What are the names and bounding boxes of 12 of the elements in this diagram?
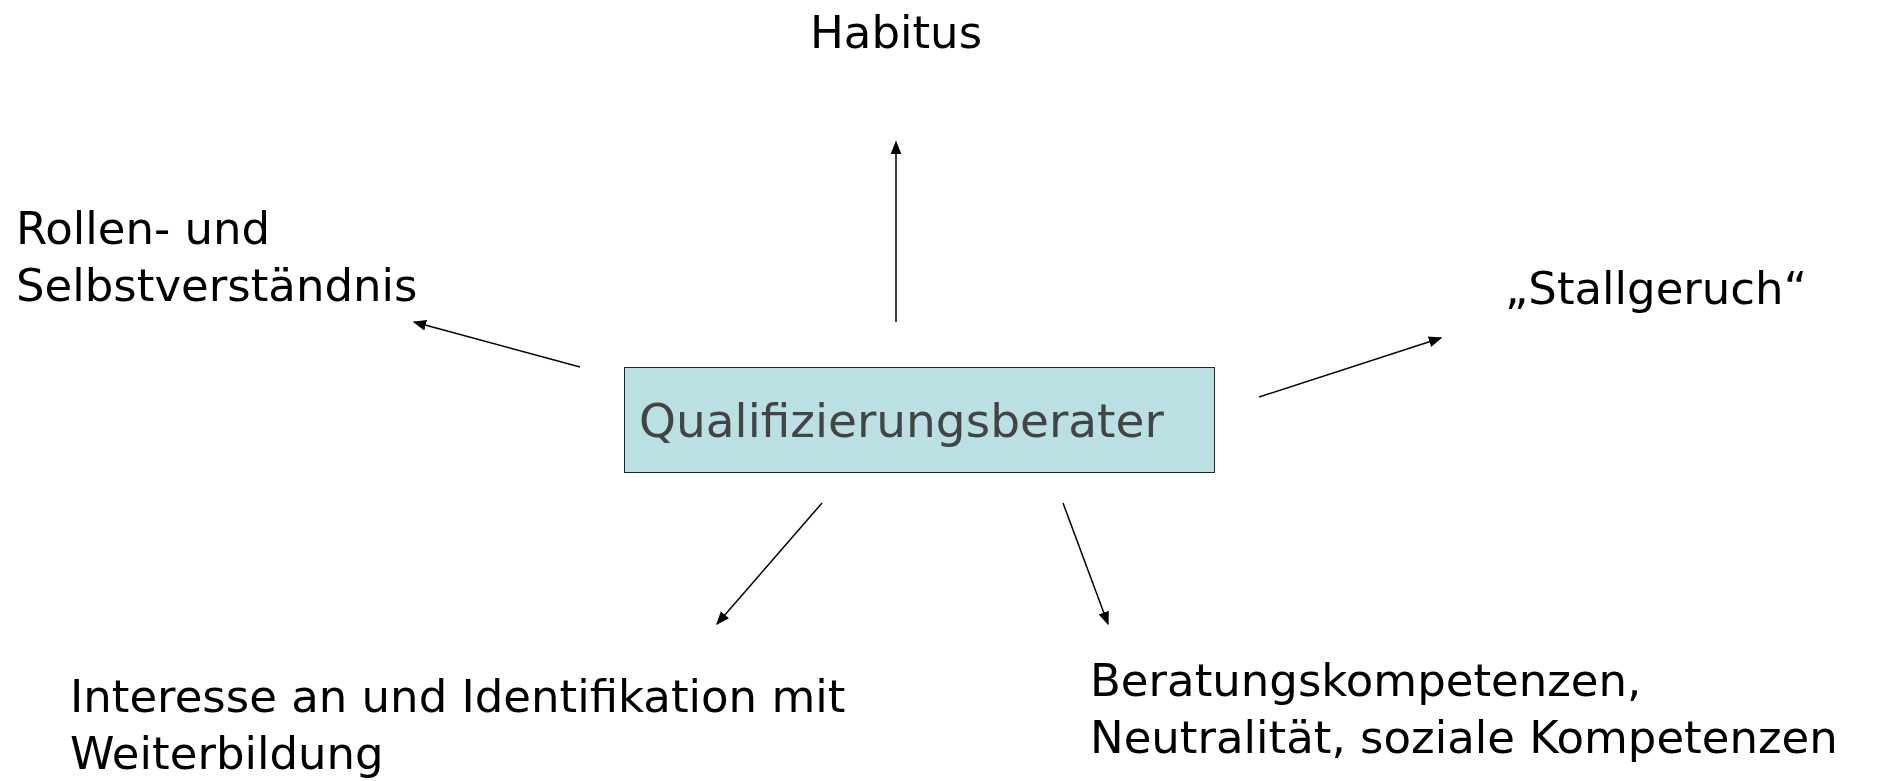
- node-label: „Stallgeruch“: [1505, 261, 1807, 317]
- node-label: Habitus: [810, 5, 983, 61]
- process-box: [624, 367, 1215, 473]
- arrow: [890, 140, 902, 323]
- node-label: Qualifizierungsberater: [639, 391, 1164, 449]
- node-label: Beratungskompetenzen, Neutralität, soziale Kompetenzen: [1090, 653, 1839, 766]
- arrow: [412, 319, 581, 368]
- arrow: [716, 502, 823, 625]
- arrow: [1258, 336, 1443, 398]
- node-label: Interesse an und Identifikation mit Weiterbildung: [70, 669, 847, 781]
- arrow: [1062, 502, 1109, 626]
- node-label: Rollen- und Selbstverständnis: [16, 201, 419, 314]
